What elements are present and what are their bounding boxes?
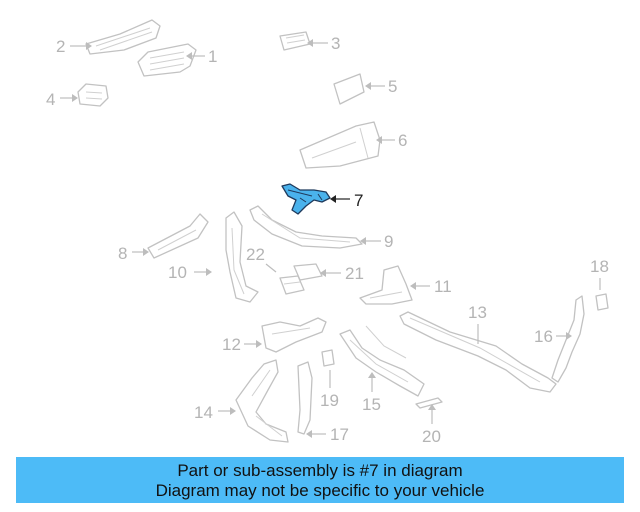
callout-4: 4 [46, 90, 78, 109]
callout-14: 14 [194, 403, 236, 422]
part-14-duct [235, 359, 289, 443]
part-5-panel [333, 73, 365, 105]
callout-17: 17 [306, 425, 349, 444]
svg-text:4: 4 [46, 90, 55, 109]
part-15-duct [339, 325, 425, 397]
part-12-duct [261, 317, 327, 353]
info-banner: Part or sub-assembly is #7 in diagram Di… [16, 457, 624, 503]
svg-text:13: 13 [468, 303, 487, 322]
svg-text:12: 12 [222, 335, 241, 354]
svg-text:6: 6 [398, 131, 407, 150]
part-16-duct [551, 295, 585, 383]
svg-text:3: 3 [331, 34, 340, 53]
svg-text:9: 9 [384, 232, 393, 251]
callout-20: 20 [422, 404, 441, 446]
svg-text:21: 21 [345, 264, 364, 283]
part-20-bar [415, 397, 443, 409]
svg-text:19: 19 [320, 391, 339, 410]
part-9-duct [249, 205, 363, 249]
callout-16: 16 [534, 327, 572, 346]
part-18-tab [595, 293, 609, 311]
svg-text:17: 17 [330, 425, 349, 444]
callout-21: 21 [320, 264, 364, 283]
part-1-vent [137, 43, 197, 77]
callout-19: 19 [320, 370, 339, 410]
part-10-duct [225, 211, 259, 303]
part-22-clip [279, 275, 305, 295]
callout-22: 22 [246, 245, 277, 273]
part-21-bracket [293, 263, 323, 281]
part-11-duct [359, 265, 413, 305]
callout-12: 12 [222, 335, 262, 354]
part-4-vent [77, 83, 109, 107]
part-19-block [321, 349, 335, 367]
callout-9: 9 [360, 232, 393, 251]
callout-2: 2 [56, 37, 92, 56]
part-8-trim [147, 213, 209, 259]
part-7-highlighted[interactable] [281, 183, 331, 215]
part-3-vent [279, 31, 311, 51]
callout-13: 13 [468, 303, 487, 344]
callout-10: 10 [168, 263, 212, 282]
svg-text:10: 10 [168, 263, 187, 282]
svg-text:14: 14 [194, 403, 213, 422]
svg-text:18: 18 [590, 257, 609, 276]
svg-text:5: 5 [388, 77, 397, 96]
part-13-duct [399, 311, 557, 393]
svg-text:2: 2 [56, 37, 65, 56]
svg-text:20: 20 [422, 427, 441, 446]
callout-8: 8 [118, 244, 149, 263]
part-6-duct [299, 121, 381, 169]
banner-line-1: Part or sub-assembly is #7 in diagram [177, 461, 463, 480]
svg-text:1: 1 [208, 47, 217, 66]
callout-3: 3 [307, 34, 340, 53]
svg-text:11: 11 [434, 277, 452, 296]
svg-text:22: 22 [246, 245, 265, 264]
banner-line-2: Diagram may not be specific to your vehi… [155, 481, 485, 500]
callout-5: 5 [365, 77, 397, 96]
svg-text:15: 15 [362, 395, 381, 414]
callout-6: 6 [376, 131, 407, 150]
callout-15: 15 [362, 372, 381, 414]
svg-text:8: 8 [118, 244, 127, 263]
part-2-vent [85, 19, 161, 55]
part-17-duct [297, 361, 313, 435]
parts-diagram: 2 1 3 4 5 [46, 19, 609, 446]
callout-18: 18 [590, 257, 609, 290]
callout-11: 11 [410, 277, 452, 296]
svg-text:16: 16 [534, 327, 553, 346]
callout-7[interactable]: 7 [330, 191, 363, 210]
callout-1: 1 [186, 47, 217, 66]
svg-text:7: 7 [354, 191, 363, 210]
